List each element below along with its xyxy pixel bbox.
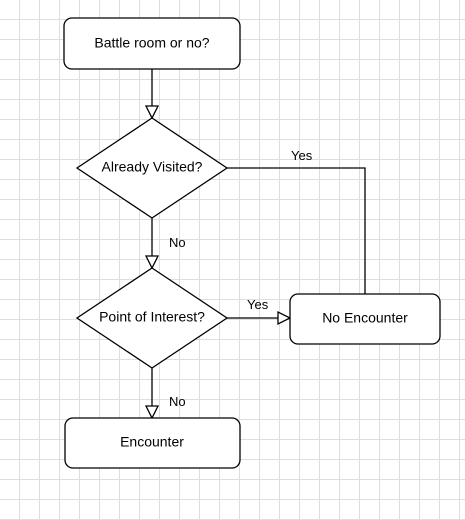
edge-poi-no: No	[144, 368, 186, 420]
node-visited-label: Already Visited?	[102, 159, 203, 175]
node-encounter-label: Encounter	[120, 434, 184, 450]
edge-visited-no: No	[144, 218, 186, 270]
node-start-label: Battle room or no?	[94, 35, 209, 51]
node-poi[interactable]: Point of Interest?	[75, 267, 229, 369]
edge-visited-yes: Yes	[227, 148, 366, 294]
edge-label-poi-no: No	[169, 394, 186, 409]
edge-label-poi-yes: Yes	[247, 297, 269, 312]
edge-poi-yes: Yes	[227, 297, 292, 326]
node-visited[interactable]: Already Visited?	[75, 117, 229, 219]
edge-label-visited-yes: Yes	[291, 148, 313, 163]
node-start[interactable]: Battle room or no?	[63, 17, 241, 70]
edge-label-visited-no: No	[169, 235, 186, 250]
node-encounter[interactable]: Encounter	[64, 417, 241, 469]
edge-start-to-visited	[144, 69, 160, 120]
node-poi-label: Point of Interest?	[99, 309, 205, 325]
node-no-encounter-label: No Encounter	[322, 310, 408, 326]
node-no-encounter[interactable]: No Encounter	[289, 293, 441, 345]
